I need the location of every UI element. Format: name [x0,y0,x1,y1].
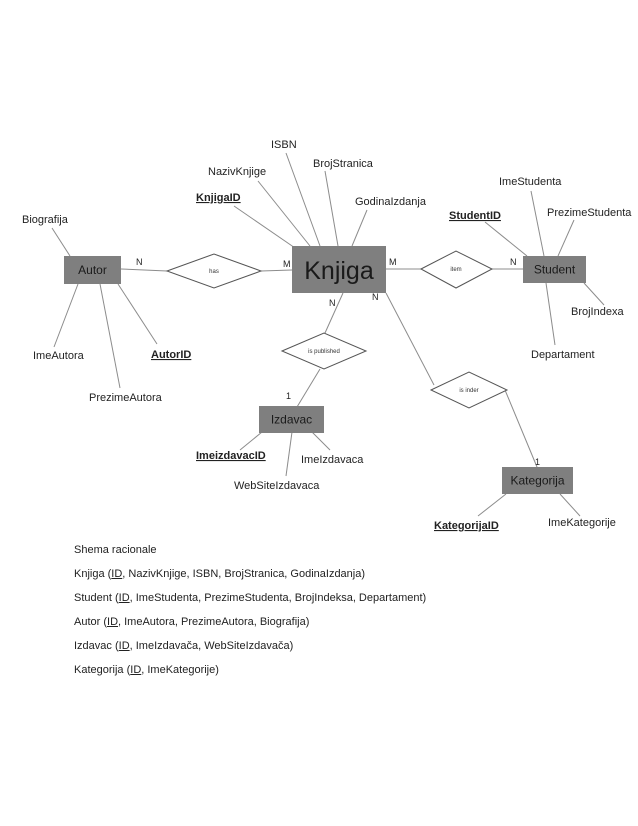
schema-row-kategorija: Kategorija (ID, ImeKategorije) [74,661,594,685]
cardinality-knjiga-item: M [389,257,397,267]
schema-row-fields: , ImeAutora, PrezimeAutora, Biografija) [118,616,310,628]
schema-row-knjiga: Knjiga (ID, NazivKnjige, ISBN, BrojStran… [74,565,594,589]
schema-row-izdavac: Izdavac (ID, ImeIzdavača, WebSiteIzdavač… [74,637,594,661]
attr-departament: Departament [531,349,595,361]
relationship-is-inder-label: is inder [459,388,478,394]
cardinality-inder-kategorija: 1 [535,457,540,467]
schema-row-key: ID [107,616,119,628]
cardinality-knjiga-inder: N [372,292,379,302]
attributes-autor: Biografija ImeAutora PrezimeAutora Autor… [22,214,191,404]
relationship-item-label: item [450,267,461,273]
schema-title: Shema racionale [74,544,157,556]
schema-row-fields: , ImeStudenta, PrezimeStudenta, BrojInde… [129,592,427,604]
entity-kategorija: Kategorija [502,467,573,494]
attr-naziv-knjige: NazivKnjige [208,166,266,178]
attr-website-izdavaca: WebSiteIzdavaca [234,480,320,492]
attr-isbn: ISBN [271,139,297,151]
attr-biografija: Biografija [22,214,69,226]
attributes-kategorija: KategorijaID ImeKategorije [434,517,616,532]
attr-knjiga-id: KnjigaID [196,192,241,204]
entity-knjiga-label: Knjiga [304,257,374,285]
entity-izdavac: Izdavac [259,406,324,433]
schema-row-key: ID [118,592,130,604]
entity-student-label: Student [534,263,576,277]
schema-row-prefix: Knjiga ( [74,568,112,580]
attr-ime-kategorije: ImeKategorije [548,517,616,529]
relational-schema: Shema racionale Knjiga (ID, NazivKnjige,… [74,541,594,685]
attr-broj-stranica: BrojStranica [313,158,374,170]
attr-ime-izdavaca: ImeIzdavaca [301,454,364,466]
entity-student: Student [523,256,586,283]
schema-row-key: ID [118,640,130,652]
cardinality-item-student: N [510,257,517,267]
cardinality-has-knjiga: M [283,259,291,269]
entity-knjiga: Knjiga [292,246,386,293]
entity-kategorija-label: Kategorija [510,474,564,488]
entity-autor-label: Autor [78,263,107,277]
schema-row-prefix: Izdavac ( [74,640,119,652]
attr-izdavac-id: ImeizdavacID [196,450,266,462]
cardinalities: N M M N N N 1 1 [136,257,540,467]
connector-lines [51,152,605,517]
schema-row-prefix: Kategorija ( [74,664,131,676]
schema-row-student: Student (ID, ImeStudenta, PrezimeStudent… [74,589,594,613]
attr-ime-studenta: ImeStudenta [499,176,562,188]
attributes-student: ImeStudenta StudentID PrezimeStudenta Br… [449,176,632,361]
relationship-has-label: has [209,269,219,275]
attributes-knjiga: ISBN NazivKnjige BrojStranica KnjigaID G… [196,139,427,208]
attributes-izdavac: ImeizdavacID ImeIzdavaca WebSiteIzdavaca [196,450,364,492]
attr-ime-autora: ImeAutora [33,350,85,362]
attr-godina-izdanja: GodinaIzdanja [355,196,427,208]
cardinality-published-izdavac: 1 [286,391,291,401]
schema-row-fields: , ImeIzdavača, WebSiteIzdavača) [129,640,294,652]
entity-autor: Autor [64,256,121,284]
attr-prezime-studenta: PrezimeStudenta [547,207,632,219]
attr-autor-id: AutorID [151,349,191,361]
schema-row-prefix: Autor ( [74,616,108,628]
relationship-is-published: is published [280,332,368,370]
relationship-is-inder: is inder [429,371,509,409]
schema-row-autor: Autor (ID, ImeAutora, PrezimeAutora, Bio… [74,613,594,637]
schema-row-fields: , ImeKategorije) [141,664,219,676]
attr-student-id: StudentID [449,210,501,222]
cardinality-autor-has: N [136,257,143,267]
entity-izdavac-label: Izdavac [271,413,312,427]
attr-broj-indexa: BrojIndexa [571,306,624,318]
relationship-has: has [165,253,263,289]
schema-row-key: ID [130,664,142,676]
schema-row-prefix: Student ( [74,592,119,604]
attr-prezime-autora: PrezimeAutora [89,392,163,404]
relationship-item: item [419,250,494,289]
schema-row-fields: , NazivKnjige, ISBN, BrojStranica, Godin… [122,568,366,580]
cardinality-knjiga-published: N [329,298,336,308]
relationship-is-published-label: is published [308,349,340,355]
attr-kategorija-id: KategorijaID [434,520,499,532]
schema-row-key: ID [111,568,123,580]
